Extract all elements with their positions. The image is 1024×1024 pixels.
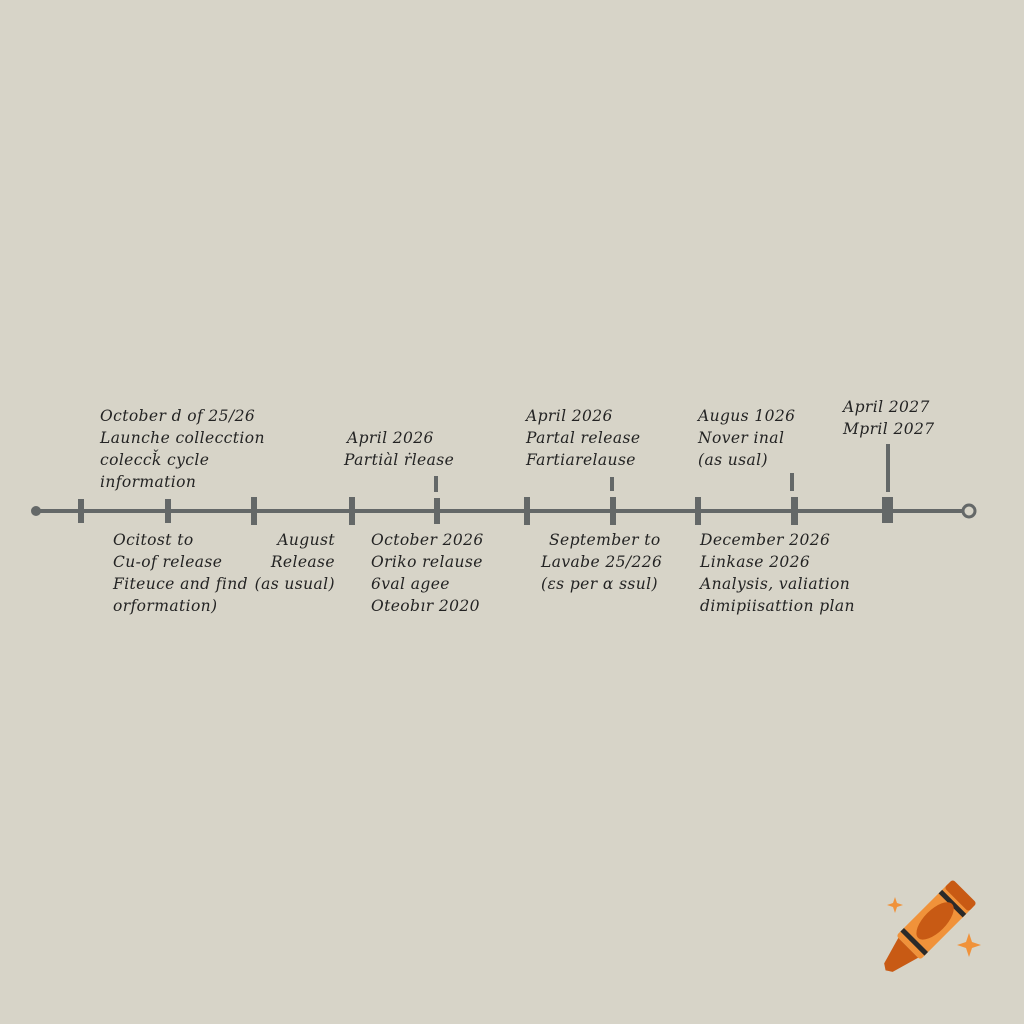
label-line: (ɛs per ɑ ssul) (541, 575, 658, 593)
timeline-stub (434, 476, 438, 492)
label-line: Release (270, 553, 335, 571)
label-line: December 2026 (700, 531, 831, 549)
label-line: Cu-of release (113, 553, 223, 571)
label-line: Augus 1026 (698, 407, 796, 425)
event-label-above: April 2026 Partiàl ṙlease (344, 427, 454, 471)
timeline-stub (790, 473, 794, 491)
label-line: Mpril 2027 (843, 420, 935, 438)
label-line: information (100, 473, 197, 491)
timeline-tick (349, 497, 355, 525)
timeline-tick (695, 497, 701, 525)
label-line: (as usual) (254, 575, 335, 593)
timeline-tick (165, 499, 171, 523)
label-line: Analysis, valiation (700, 575, 851, 593)
label-line: April 2027 (843, 398, 930, 416)
label-line: October 2026 (371, 531, 484, 549)
label-line: Ocitost to (113, 531, 194, 549)
event-label-below: October 2026 Oriko relause 6val agee Ote… (371, 529, 484, 617)
label-line: September to (549, 531, 661, 549)
label-line: Linkase 2026 (700, 553, 811, 571)
label-line: Oriko relause (371, 553, 483, 571)
event-label-below: December 2026 Linkase 2026 Analysis, val… (700, 529, 855, 617)
event-label-above: October d of 25/26 Launche collecction c… (100, 405, 265, 493)
timeline-start-dot (31, 506, 41, 516)
event-label-below: September to Lavabe 25/226 (ɛs per ɑ ssu… (541, 529, 662, 595)
event-label-below: August Release (as usual) (250, 529, 335, 595)
label-line: Partal release (526, 429, 641, 447)
timeline-tick (251, 497, 257, 525)
timeline-end-circle (961, 503, 977, 519)
timeline-tick (610, 497, 616, 525)
label-line: 6val agee (371, 575, 450, 593)
timeline-tick (882, 497, 893, 523)
event-label-above: April 2026 Partal release Fartiarelause (526, 405, 640, 471)
label-line: Fartiarelause (526, 451, 636, 469)
crayon-icon (884, 880, 976, 972)
timeline-tick (524, 497, 530, 525)
timeline-tick (434, 498, 440, 524)
label-line: Partiàl ṙlease (344, 451, 455, 469)
label-line: Lavabe 25/226 (541, 553, 663, 571)
label-line: Nover inal (698, 429, 785, 447)
timeline-tick (78, 499, 84, 523)
label-line: August (277, 531, 335, 549)
label-line: coleccǩ cycle (100, 451, 210, 469)
label-line: Fiteuce and find (113, 575, 248, 593)
label-line: dimipiisattion plan (700, 597, 855, 615)
timeline-stub (610, 477, 614, 491)
label-line: October d of 25/26 (100, 407, 256, 425)
label-line: Oteobır 2020 (371, 597, 480, 615)
label-line: April 2026 (526, 407, 613, 425)
event-label-below: Ocitost to Cu-of release Fiteuce and fin… (113, 529, 248, 617)
sparkle-icon (957, 933, 981, 957)
timeline-tick (791, 497, 798, 525)
label-line: orformation) (113, 597, 218, 615)
label-line: Launche collecction (100, 429, 265, 447)
event-label-above: Augus 1026 Nover inal (as usal) (698, 405, 795, 471)
label-line: (as usal) (698, 451, 768, 469)
event-label-above: April 2027 Mpril 2027 (843, 396, 935, 440)
sparkle-icon (887, 897, 903, 913)
timeline-stub (886, 444, 890, 492)
label-line: April 2026 (347, 429, 434, 447)
